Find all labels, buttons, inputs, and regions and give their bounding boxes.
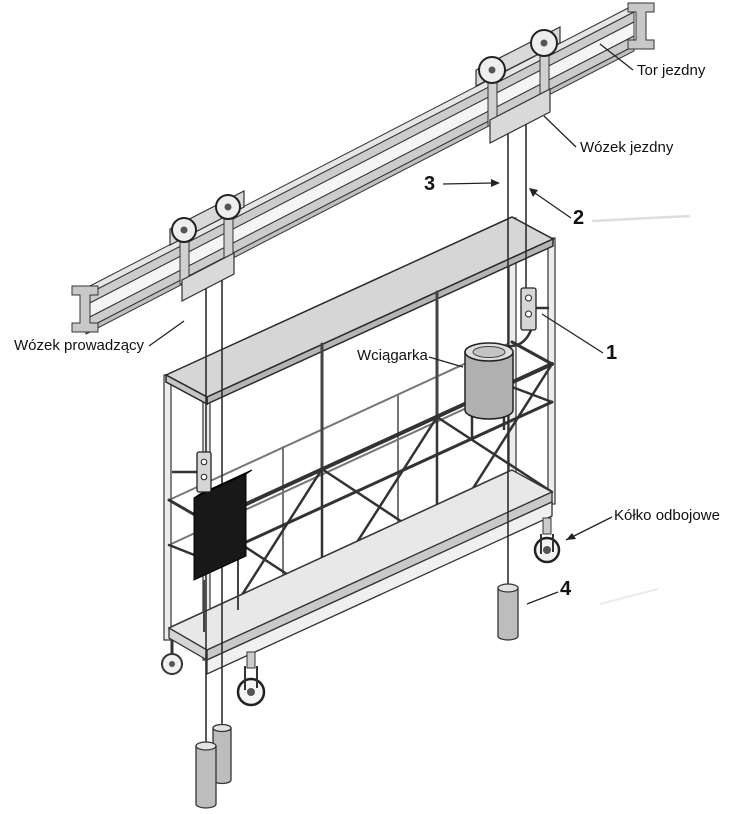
label-wozek-jezdny: Wózek jezdny [580,139,674,156]
callout-2: 2 [573,207,585,229]
rail-left-end-profile [71,285,99,333]
arrowhead [491,179,500,187]
winch [464,329,533,438]
leader-4 [526,591,559,605]
platform-floor [167,469,554,676]
trolley-hanger [489,88,551,144]
left-rope-anchor [172,451,212,493]
trolley-hanger [181,252,235,302]
leader-tor-jezdny [599,43,634,71]
front-caster [236,651,266,707]
scan-artifacts [591,214,691,605]
rope-anchor-1 [520,287,549,331]
label-tor-jezdny: Tor jezdny [637,62,706,79]
travel-trolley [475,26,561,144]
callout-3: 3 [424,173,436,195]
platform-upper-verticals [320,290,439,471]
label-wozek-prowadzacy: Wózek prowadzący [14,337,145,354]
right-counterweight [497,583,519,641]
platform-canopy [164,216,555,406]
rail-right-end-profile [627,2,655,50]
leader-lines [148,43,634,605]
label-kolko-odbojowe: Kółko odbojowe [614,507,720,524]
left-counterweights [195,723,232,809]
platform-skirt [206,500,553,676]
leader-wozek-jezdny [543,115,577,148]
bumper-wheel [533,517,561,564]
leader-3 [442,182,493,185]
arrowhead [566,533,576,540]
rear-caster [161,640,183,675]
leader-wozek-prowadzacy [148,320,185,347]
leader-2 [531,190,572,219]
label-wciagarka: Wciągarka [357,347,428,364]
leader-1 [541,313,604,354]
leader-wciagarka [428,356,464,368]
callout-4: 4 [560,578,572,600]
callout-1: 1 [606,342,618,364]
arrowhead [529,188,538,197]
guide-trolley [169,190,245,302]
